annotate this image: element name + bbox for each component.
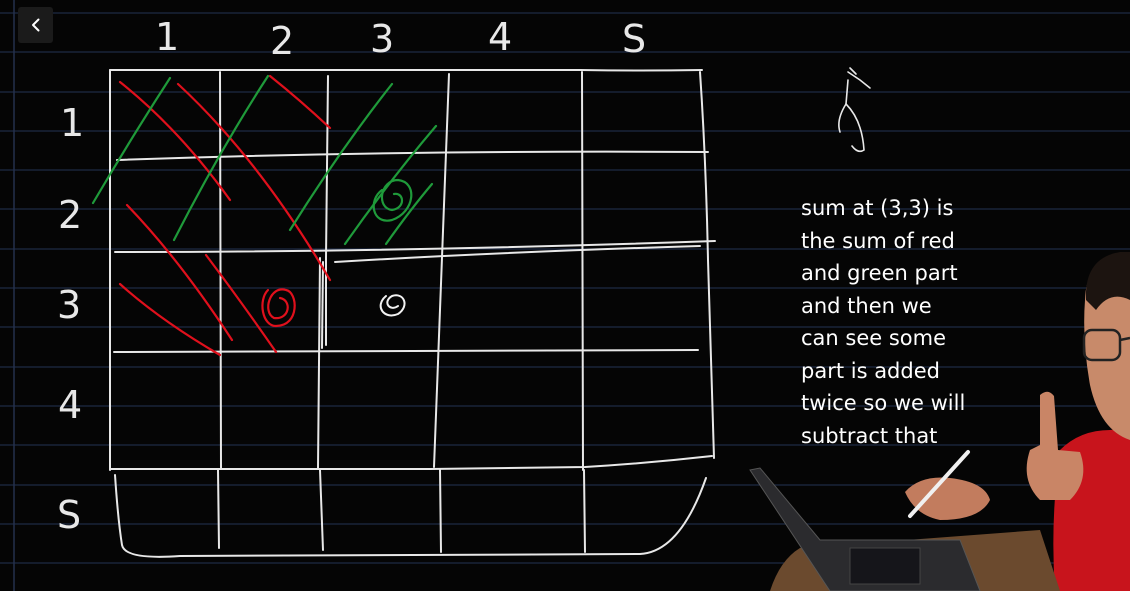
stick-figure-doodle	[838, 67, 871, 153]
board-labels: 1 2 3 4 S 1 2 3 4 S	[57, 15, 646, 537]
note-line: the sum of red	[801, 228, 955, 253]
note-line: sum at (3,3) is	[801, 196, 954, 220]
column-label-2: 2	[270, 19, 294, 63]
presenter	[749, 252, 1130, 591]
chevron-left-icon	[31, 18, 39, 32]
white-scribble-mark	[379, 294, 406, 317]
row-label-2: 2	[58, 193, 82, 237]
note-line: and then we	[801, 293, 932, 318]
presenter-hair	[1085, 252, 1130, 310]
note-line: part is added	[801, 358, 940, 383]
column-label-4: 4	[488, 15, 512, 59]
green-hatching	[91, 74, 438, 246]
note-line: subtract that	[801, 423, 938, 448]
laptop-screen-content	[849, 547, 921, 585]
stylus-icon	[908, 450, 970, 518]
note-line: can see some	[801, 326, 947, 350]
back-button[interactable]	[18, 7, 53, 43]
glasses-icon	[1082, 328, 1130, 362]
laptop-icon	[749, 467, 981, 591]
note-line: twice so we will	[801, 391, 966, 415]
column-label-5: S	[622, 17, 646, 61]
column-label-3: 3	[370, 17, 394, 61]
hand-drawn-grid	[109, 69, 716, 558]
row-label-3: 3	[57, 283, 81, 327]
note-line: and green part	[801, 261, 958, 285]
presenter-hand-raised	[1026, 391, 1084, 500]
row-label-4: 4	[58, 383, 82, 427]
presenter-hand-pen	[905, 477, 990, 520]
row-label-5: S	[57, 493, 81, 537]
row-label-1: 1	[60, 101, 84, 145]
explanation-note: sum at (3,3) is the sum of red and green…	[801, 192, 1001, 452]
red-hatching	[118, 74, 332, 357]
column-label-1: 1	[155, 15, 179, 59]
